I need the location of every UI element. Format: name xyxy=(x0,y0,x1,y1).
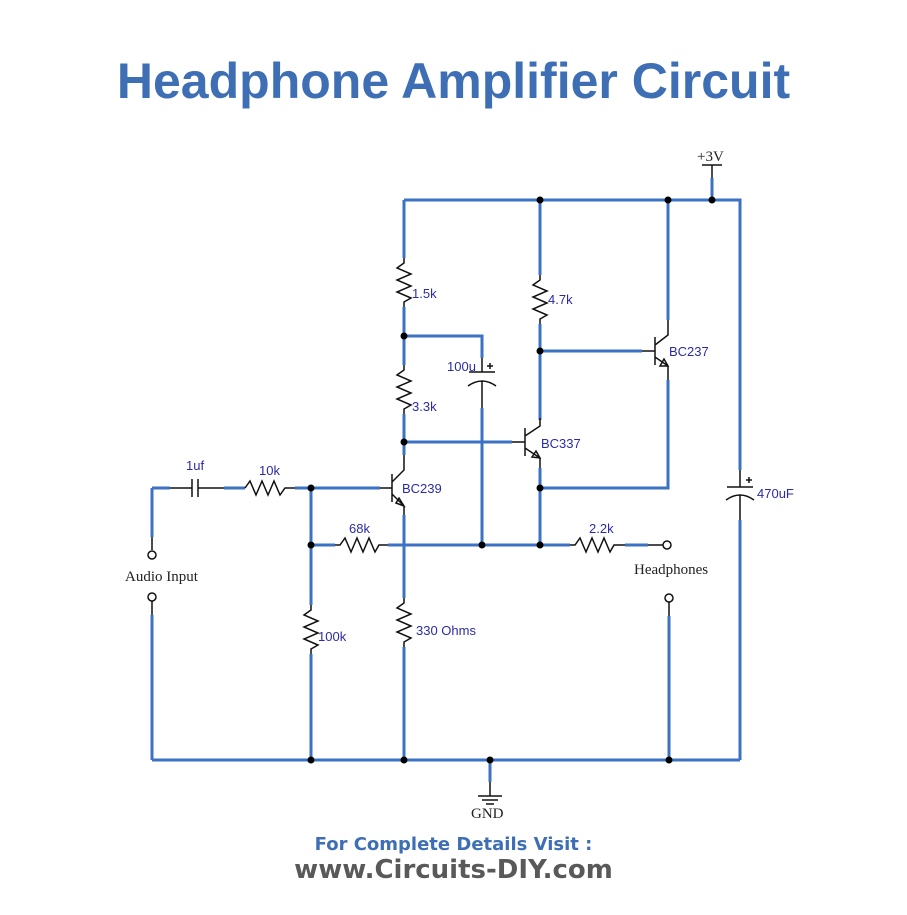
label-c-boot: 100u xyxy=(447,359,476,374)
supply-label: +3V xyxy=(697,149,724,165)
label-q3: BC237 xyxy=(669,344,709,359)
label-r-bias: 100k xyxy=(318,629,347,644)
supply-terminal-icon xyxy=(702,164,722,178)
junction-dot xyxy=(400,756,408,764)
resistor-100k-icon xyxy=(302,605,320,654)
transistor-bc337-icon xyxy=(512,418,542,468)
label-c-in: 1uf xyxy=(186,458,204,473)
label-r-top: 1.5k xyxy=(412,286,437,301)
junction-dot xyxy=(536,541,544,549)
junction-dot xyxy=(665,756,673,764)
label-r-fb: 68k xyxy=(349,521,370,536)
capacitor-1uf-icon xyxy=(170,479,224,497)
capacitor-470uf-icon xyxy=(725,470,755,520)
junctions xyxy=(307,196,716,764)
junction-dot xyxy=(708,196,716,204)
resistor-2.2k-icon xyxy=(570,536,625,554)
footer-url[interactable]: www.Circuits-DIY.com xyxy=(294,855,613,885)
junction-dot xyxy=(400,332,408,340)
resistor-68k-icon xyxy=(335,536,388,554)
resistor-3.3k-icon xyxy=(395,365,413,414)
resistor-1.5k-icon xyxy=(395,258,413,307)
label-r-in: 10k xyxy=(259,463,280,478)
transistor-bc237-icon xyxy=(642,320,670,380)
input-label: Audio Input xyxy=(125,569,199,585)
transistor-bc239-icon xyxy=(380,455,406,515)
label-r-out: 2.2k xyxy=(589,521,614,536)
resistor-10k-icon xyxy=(244,479,295,497)
junction-dot xyxy=(478,541,486,549)
supply-rail-wire xyxy=(404,198,742,470)
junction-dot xyxy=(664,196,672,204)
resistor-4.7k-icon xyxy=(531,275,549,324)
label-r-mid: 3.3k xyxy=(412,399,437,414)
label-c-supply: 470uF xyxy=(757,486,794,501)
label-q2: BC337 xyxy=(541,436,581,451)
wire xyxy=(404,334,484,358)
junction-dot xyxy=(536,484,544,492)
ground-label: GND xyxy=(471,806,504,822)
wire xyxy=(540,380,670,490)
label-r-collector: 4.7k xyxy=(548,292,573,307)
junction-dot xyxy=(307,756,315,764)
junction-dot xyxy=(486,756,494,764)
input-terminal-top-icon xyxy=(147,550,157,560)
headphone-terminal-top-icon xyxy=(662,540,672,550)
label-r-emitter: 330 Ohms xyxy=(416,623,476,638)
label-q1: BC239 xyxy=(402,481,442,496)
junction-dot xyxy=(307,484,315,492)
junction-dot xyxy=(536,347,544,355)
headphone-terminal-bottom-icon xyxy=(664,593,674,603)
junction-dot xyxy=(400,438,408,446)
output-label: Headphones xyxy=(634,562,708,578)
footer-visit-text: For Complete Details Visit : xyxy=(314,834,593,855)
page-title: Headphone Amplifier Circuit xyxy=(116,53,791,109)
capacitor-100u-icon xyxy=(467,358,497,408)
junction-dot xyxy=(307,541,315,549)
resistor-330-icon xyxy=(395,598,413,647)
junction-dot xyxy=(536,196,544,204)
input-terminal-bottom-icon xyxy=(147,592,157,602)
ground-icon xyxy=(478,782,502,805)
